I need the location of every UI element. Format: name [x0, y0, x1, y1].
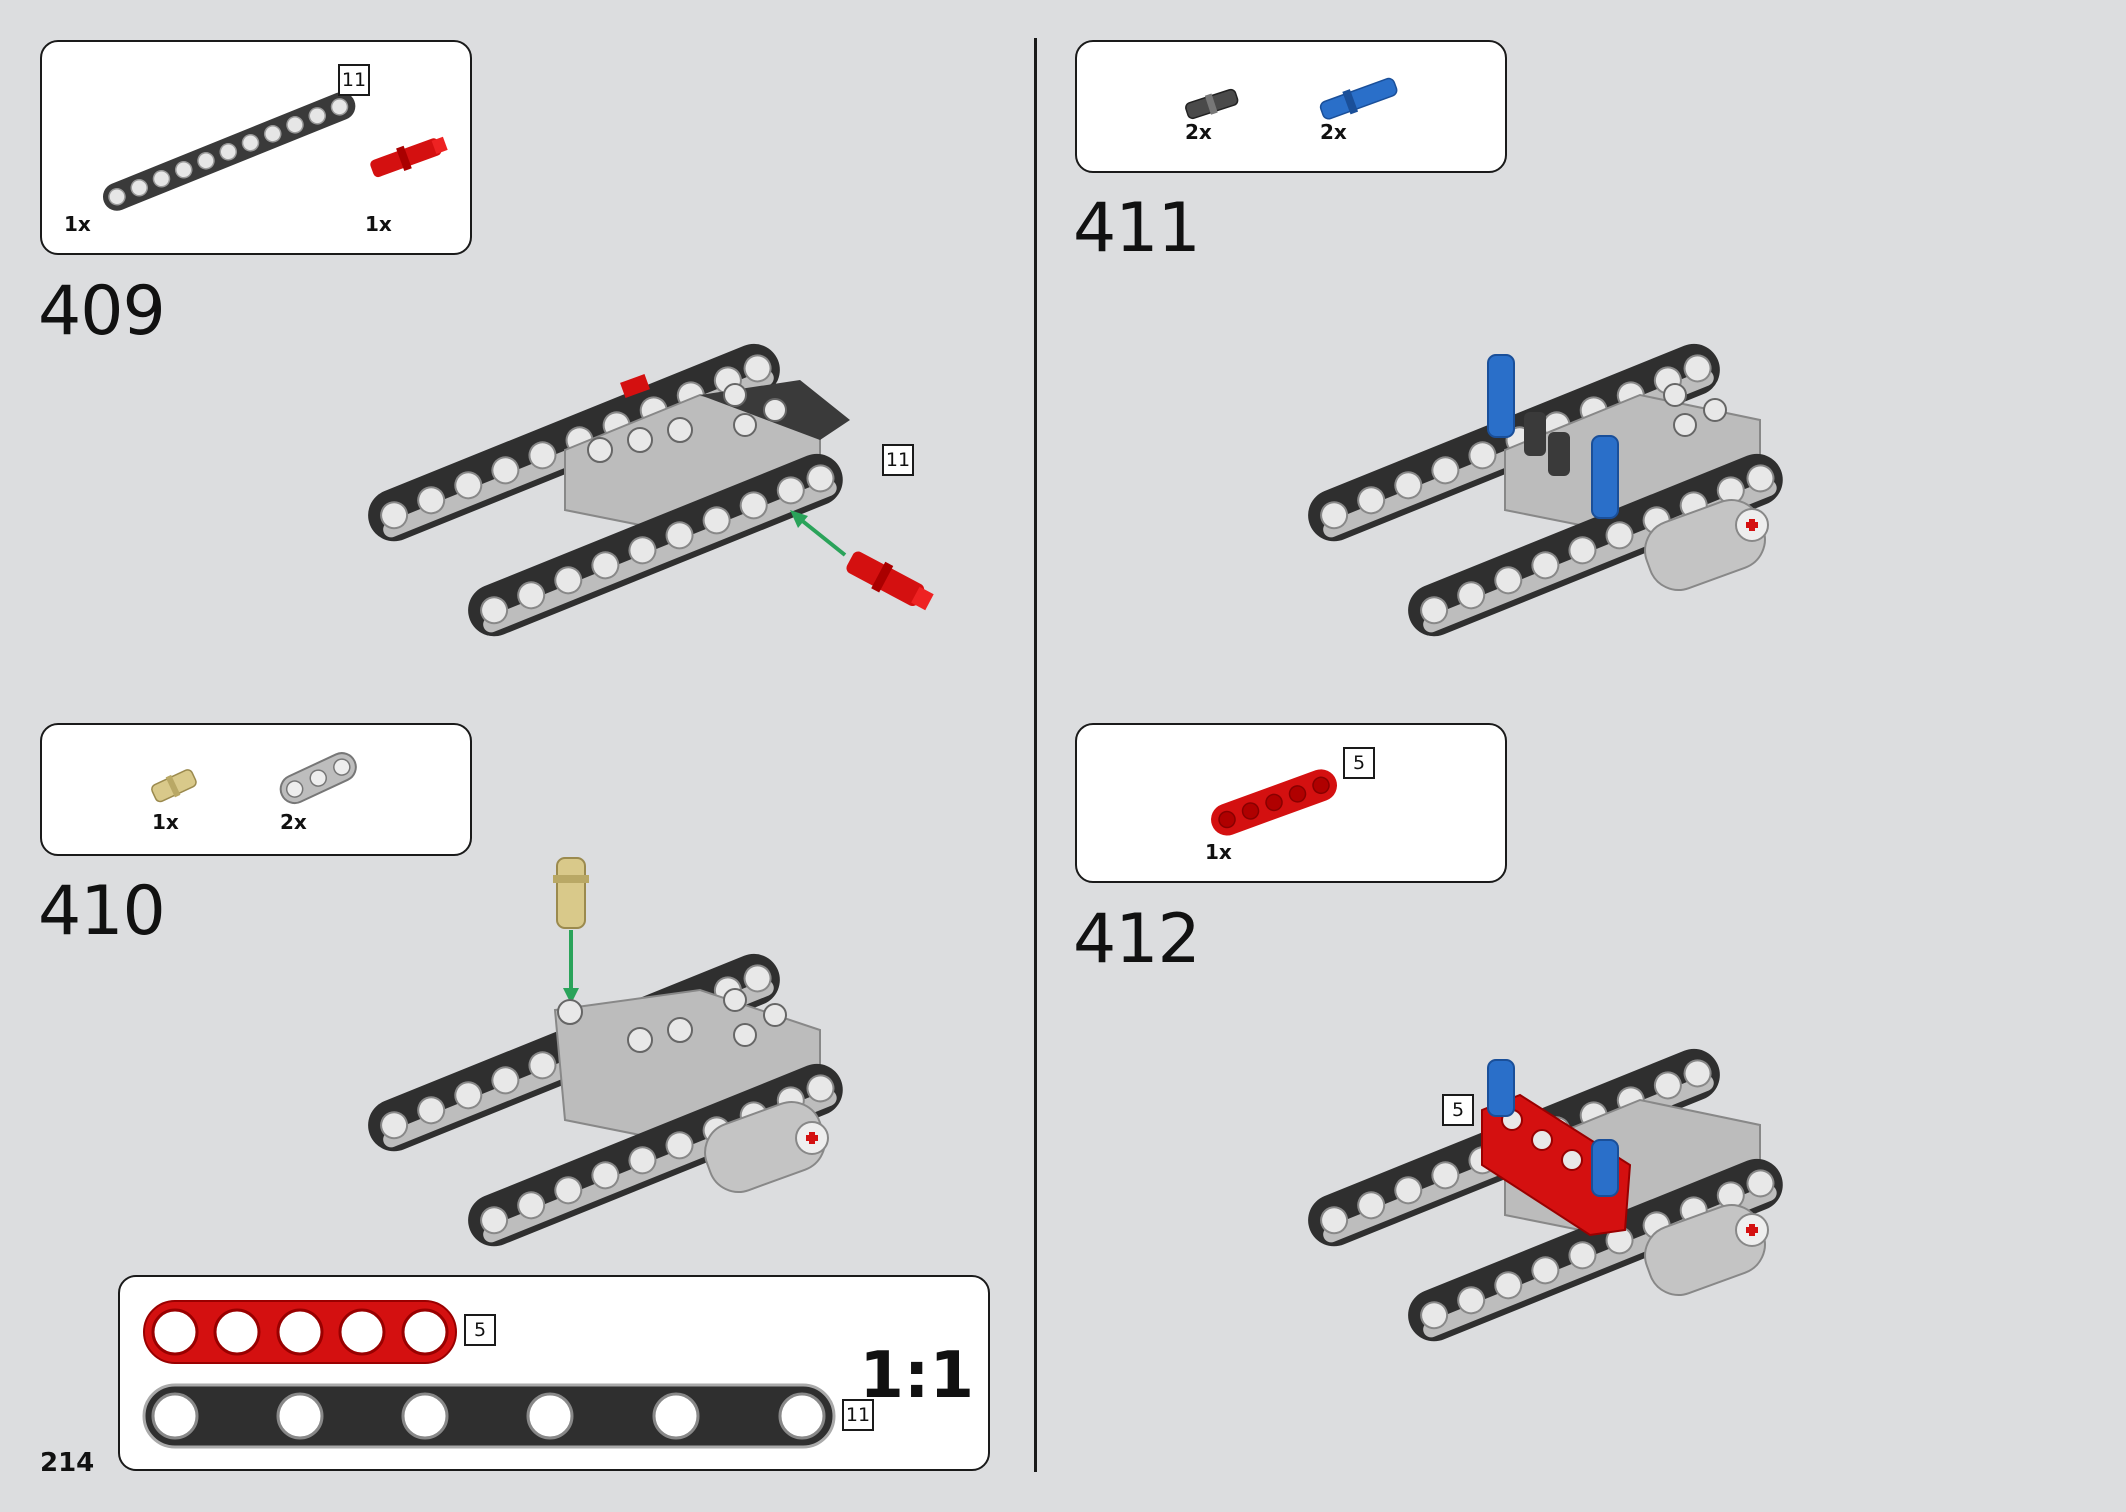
length-badge: 5	[1343, 747, 1375, 779]
scale-label: 1:1	[859, 1339, 974, 1413]
step-number: 409	[38, 272, 166, 351]
red-beam-part-icon	[1211, 769, 1338, 836]
length-badge: 11	[842, 1399, 874, 1431]
part-qty: 1x	[1205, 840, 1232, 864]
length-callout: 5	[1442, 1094, 1474, 1126]
assembly-illustration-410	[368, 857, 843, 1247]
part-qty: 2x	[280, 810, 307, 834]
length-callout: 11	[882, 444, 914, 476]
page-number: 214	[40, 1448, 95, 1478]
column-divider	[1034, 38, 1037, 1472]
part-qty: 1x	[365, 212, 392, 236]
tan-connector-icon	[151, 769, 197, 803]
dark-beam-part-icon	[102, 92, 356, 211]
parts-box-409: 11 1x 1x	[40, 40, 472, 255]
step-number: 412	[1073, 900, 1201, 979]
length-badge: 11	[338, 64, 370, 96]
gray-connector-icon	[279, 752, 357, 805]
part-qty: 1x	[64, 212, 91, 236]
dark-pin-icon	[1185, 88, 1239, 120]
parts-box-410: 1x 2x	[40, 723, 472, 856]
assembly-illustration-411	[1308, 343, 1783, 637]
step-number: 410	[38, 872, 166, 951]
red-beam-scale-icon	[143, 1300, 457, 1364]
scale-guide-box: 5 11 1:1	[118, 1275, 990, 1471]
step-number: 411	[1073, 189, 1201, 268]
assembly-illustration-409	[368, 343, 934, 637]
part-qty: 2x	[1320, 120, 1347, 144]
red-pin-part-icon	[370, 136, 448, 178]
parts-box-412: 5 1x	[1075, 723, 1507, 883]
length-badge: 5	[464, 1314, 496, 1346]
gray-beam-scale-icon	[142, 1383, 836, 1449]
part-qty: 2x	[1185, 120, 1212, 144]
part-qty: 1x	[152, 810, 179, 834]
blue-pin-icon	[1319, 77, 1398, 120]
parts-box-411: 2x 2x	[1075, 40, 1507, 173]
